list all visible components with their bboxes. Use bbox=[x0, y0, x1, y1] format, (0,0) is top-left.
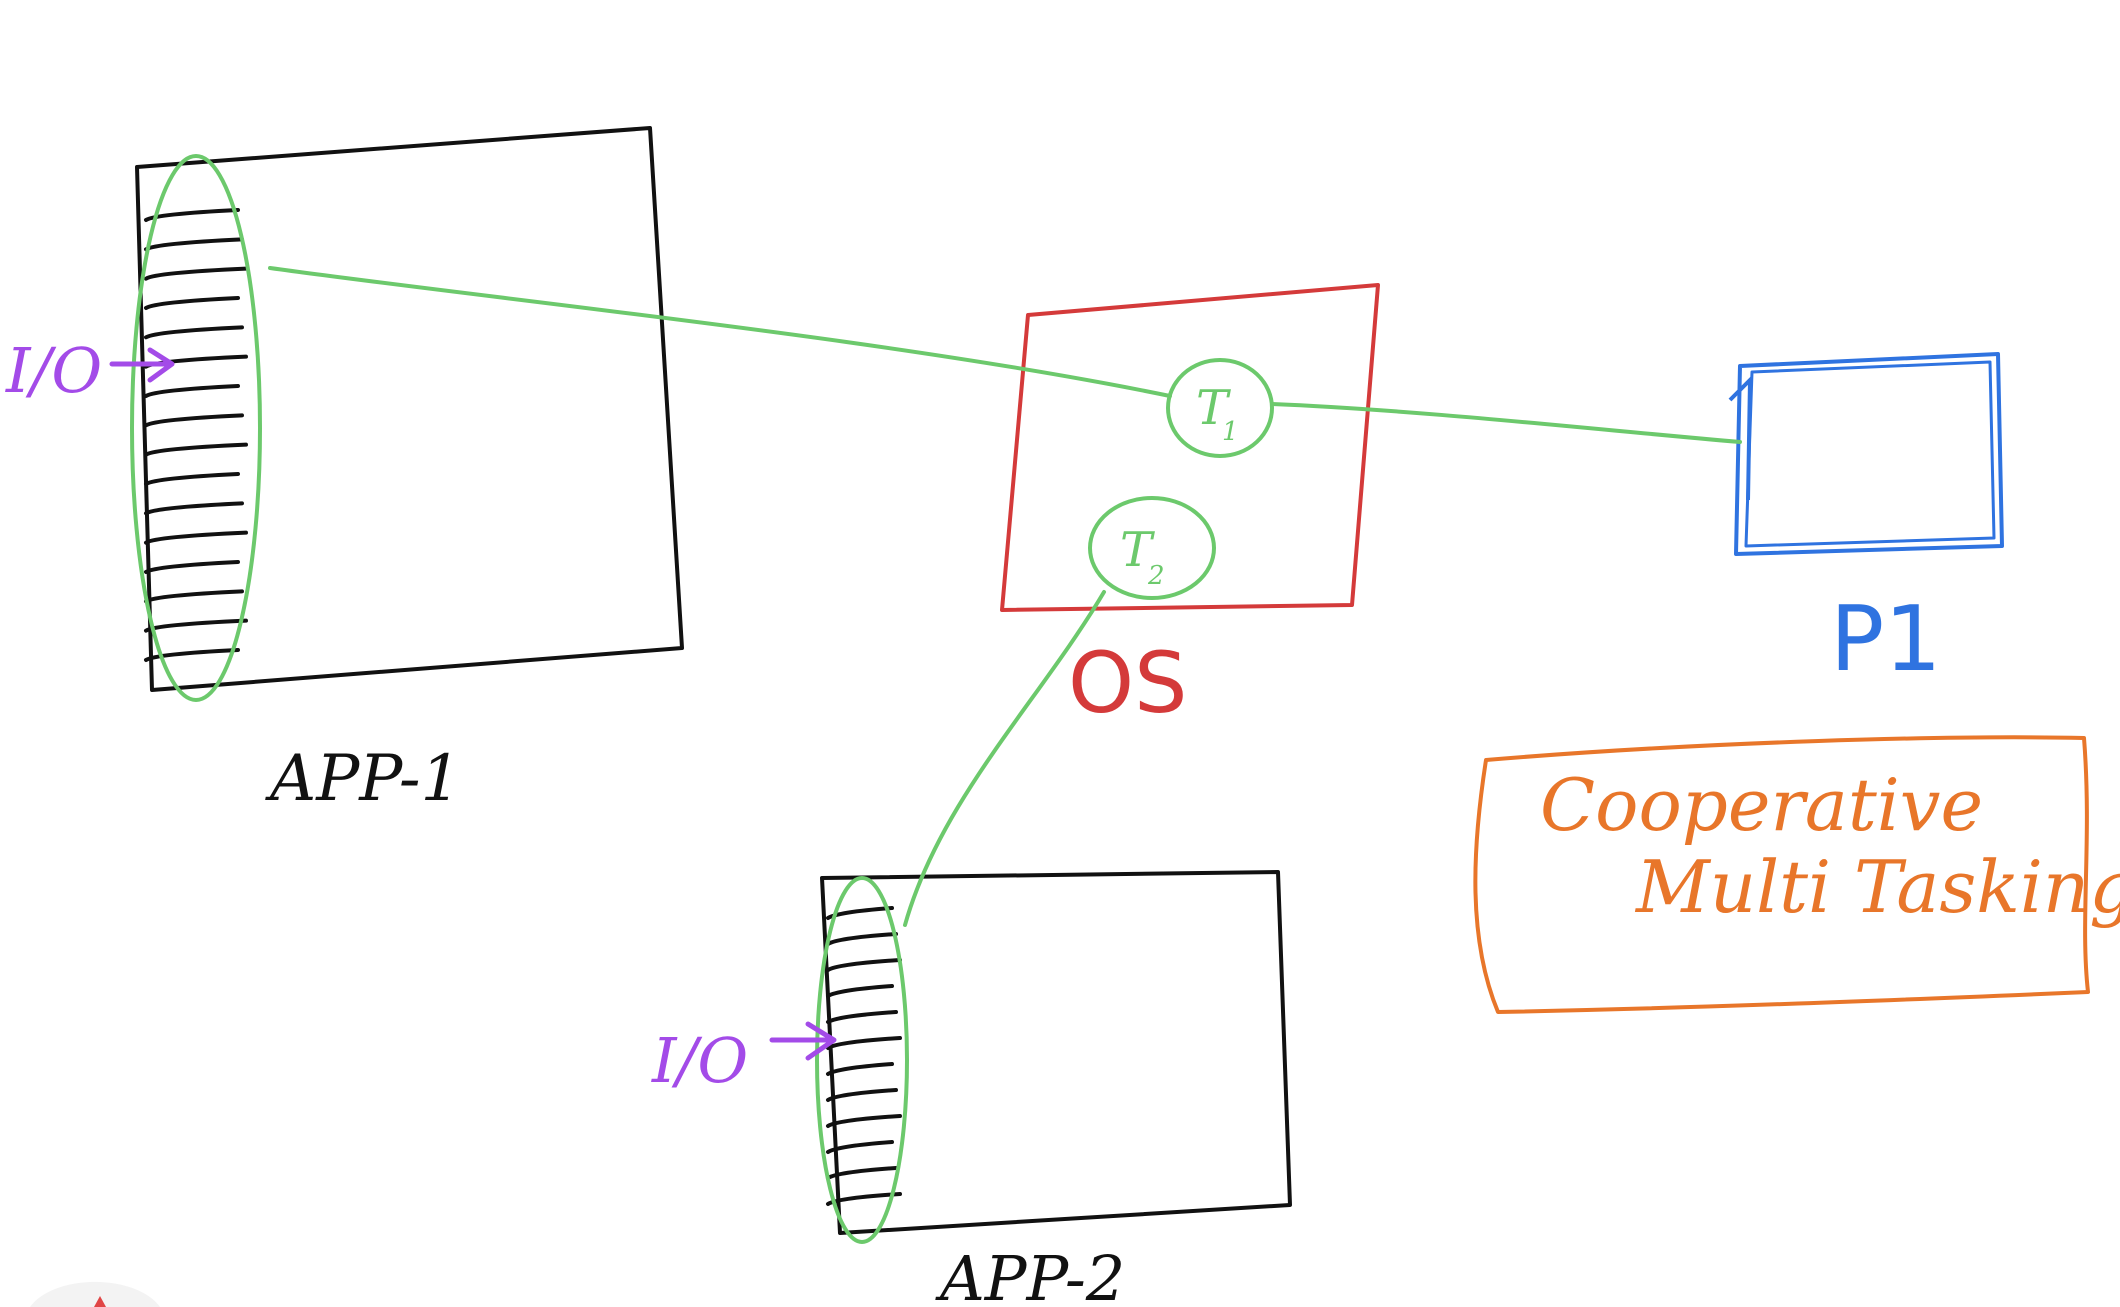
app1-instruction-line-7 bbox=[144, 384, 240, 398]
app2-io-arrow bbox=[769, 1021, 837, 1061]
app1-instruction-line-15 bbox=[144, 618, 248, 633]
app1-instruction-line-12 bbox=[144, 530, 248, 545]
processor-box bbox=[1734, 352, 2004, 556]
app2-box bbox=[815, 870, 1292, 1244]
thread-t1-subscript: 1 bbox=[1222, 417, 1239, 447]
app1-box bbox=[130, 126, 684, 702]
app2-instruction-line-9 bbox=[826, 1114, 902, 1128]
os-box bbox=[1000, 283, 1380, 612]
app1-instruction-line-1 bbox=[144, 208, 240, 222]
note-cooperative-multitasking: Cooperative Multi Tasking bbox=[1473, 735, 2120, 1014]
app2-instruction-line-2 bbox=[826, 932, 898, 946]
processor-left-edge bbox=[1728, 375, 1753, 501]
app2-label: APP-2 bbox=[935, 1242, 1125, 1307]
thread-t2-label: T bbox=[1120, 522, 1155, 578]
app2-instruction-line-6 bbox=[826, 1036, 902, 1050]
thread-t2-scope bbox=[815, 876, 909, 1244]
thread-t1: T 1 bbox=[1166, 358, 1274, 458]
corner-marker bbox=[94, 1296, 106, 1307]
app2-instruction-line-8 bbox=[826, 1088, 898, 1102]
app1-instruction-line-16 bbox=[144, 648, 240, 662]
app2-instruction-line-5 bbox=[826, 1010, 898, 1024]
app2-instruction-line-3 bbox=[826, 958, 902, 972]
app1-instruction-line-9 bbox=[144, 442, 248, 457]
app2-io-label: I/O bbox=[651, 1024, 748, 1097]
app1-label: APP-1 bbox=[265, 742, 461, 816]
app1-io-label: I/O bbox=[5, 334, 102, 407]
connection-app1-to-t1 bbox=[268, 266, 1172, 398]
app2-instruction-line-12 bbox=[826, 1192, 902, 1206]
processor-box-inner bbox=[1744, 360, 1996, 548]
thread-t2-subscript: 2 bbox=[1147, 561, 1165, 591]
connection-t2-to-app2 bbox=[903, 590, 1106, 927]
app2-instruction-lines bbox=[826, 906, 902, 1206]
connection-t1-to-processor bbox=[1270, 402, 1742, 444]
app2-instruction-line-7 bbox=[826, 1062, 894, 1076]
app1-instruction-line-11 bbox=[144, 501, 244, 516]
app1-instruction-line-3 bbox=[144, 266, 248, 281]
app2-box-outline bbox=[820, 870, 1292, 1235]
os-label: OS bbox=[1068, 634, 1187, 732]
app2-instruction-line-11 bbox=[826, 1166, 898, 1180]
note-line1: Cooperative bbox=[1540, 763, 1983, 847]
app1-instruction-lines bbox=[144, 208, 248, 662]
app1-instruction-line-5 bbox=[144, 325, 244, 340]
app1-box-outline bbox=[135, 126, 684, 692]
app1-instruction-line-4 bbox=[144, 296, 240, 310]
app1-instruction-line-2 bbox=[144, 237, 244, 252]
processor-p1 bbox=[1728, 352, 2004, 556]
app2-instruction-line-4 bbox=[826, 984, 894, 998]
processor-label: P1 bbox=[1830, 587, 1942, 692]
note-box bbox=[1473, 735, 2090, 1014]
app1-io-arrow bbox=[109, 347, 175, 383]
thread-t1-circle bbox=[1166, 358, 1274, 458]
thread-t1-scope bbox=[130, 154, 262, 702]
thread-t2-circle bbox=[1088, 496, 1216, 600]
app1-instruction-line-13 bbox=[144, 560, 240, 574]
app1-instruction-line-8 bbox=[144, 413, 244, 428]
app2-instruction-line-10 bbox=[826, 1140, 894, 1154]
note-line2: Multi Tasking bbox=[1634, 845, 2120, 929]
app2-instruction-line-1 bbox=[826, 906, 894, 920]
corner-artifact bbox=[30, 1281, 160, 1307]
thread-t2: T 2 bbox=[1088, 496, 1216, 600]
app1-instruction-line-10 bbox=[144, 472, 240, 486]
app1-instruction-line-14 bbox=[144, 589, 244, 604]
thread-t1-label: T bbox=[1196, 380, 1231, 436]
